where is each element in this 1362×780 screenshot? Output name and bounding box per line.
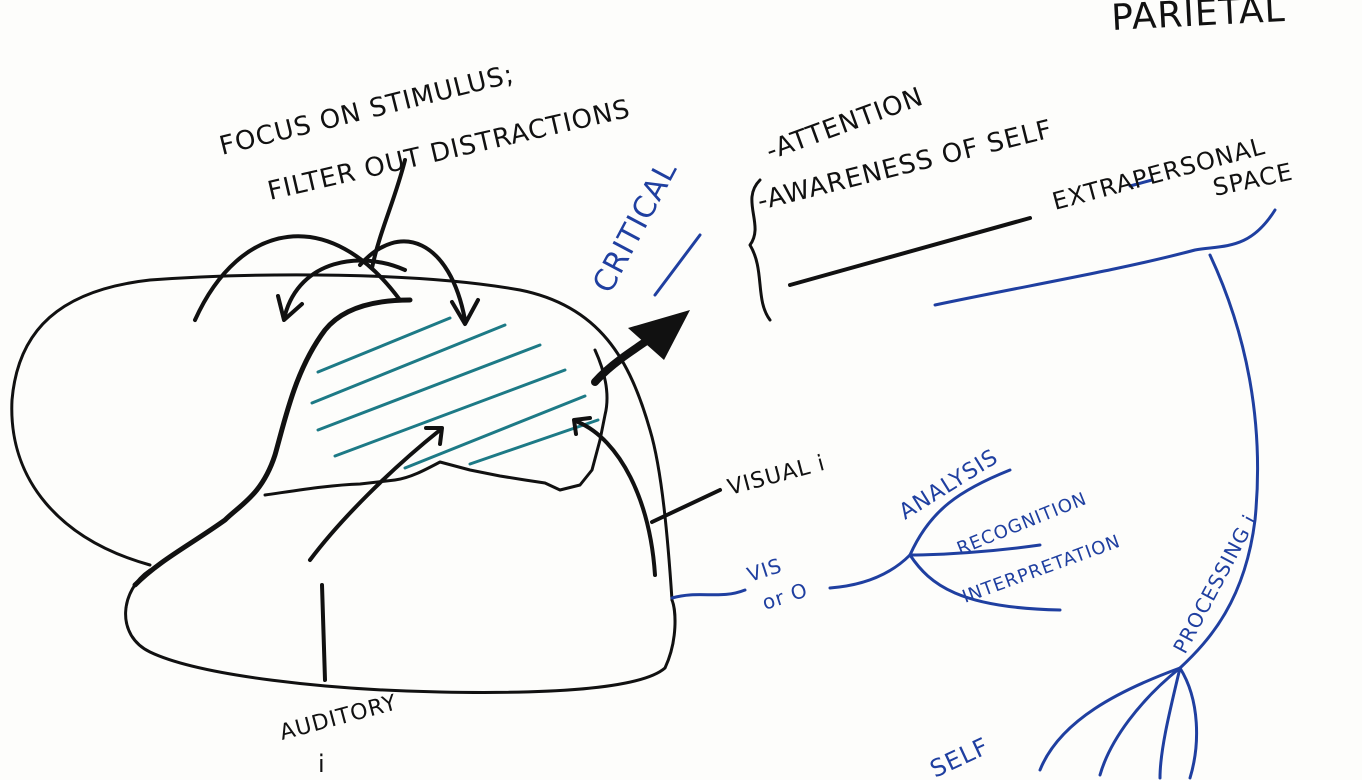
temporal-outline bbox=[126, 570, 675, 692]
arc-arrow-frontal bbox=[285, 260, 405, 315]
auditory-pointer bbox=[322, 585, 325, 680]
arrow-from-temporal bbox=[310, 430, 440, 560]
self-label: SELF bbox=[926, 732, 994, 780]
cerebrum-outline bbox=[12, 275, 672, 600]
critical-underline bbox=[655, 235, 700, 295]
auditory-label-line1: AUDITORY bbox=[277, 690, 400, 745]
vis-label-line1: VIS bbox=[744, 553, 785, 587]
vis-pointer bbox=[672, 590, 745, 598]
auditory-label-line2: i bbox=[318, 750, 326, 778]
branch-self bbox=[1040, 668, 1180, 770]
arrow-from-occipital bbox=[578, 422, 655, 575]
branch-4 bbox=[1180, 668, 1197, 778]
corner-label: PARIETAL bbox=[1110, 0, 1286, 39]
brain-sketch bbox=[12, 275, 675, 693]
extrapersonal-line bbox=[790, 218, 1030, 285]
analysis-label: ANALYSIS bbox=[895, 445, 1003, 525]
vis-label-line2: or O bbox=[759, 578, 811, 615]
visual-label: VISUAL i bbox=[725, 451, 828, 501]
output-arrow bbox=[595, 310, 690, 382]
parietal-shading bbox=[312, 318, 598, 468]
processing-label: PROCESSING i bbox=[1168, 510, 1261, 657]
lateral-fissure bbox=[265, 350, 607, 495]
labels: PARIETAL FOCUS ON STIMULUS; FILTER OUT D… bbox=[216, 0, 1295, 780]
